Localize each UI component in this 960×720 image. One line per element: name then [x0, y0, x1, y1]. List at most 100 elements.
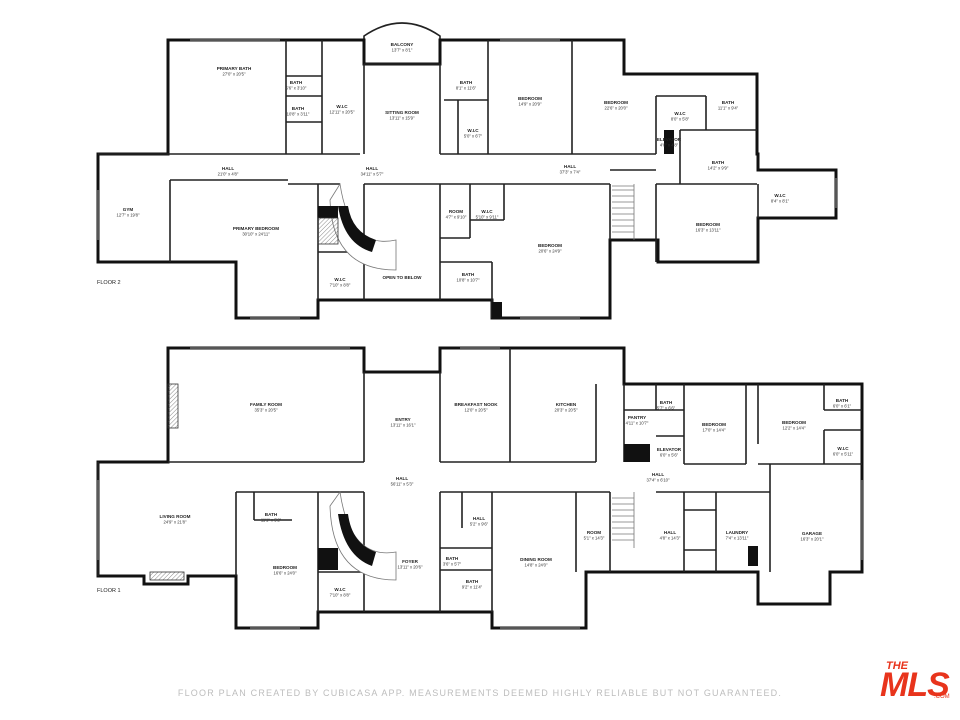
room-name: BATH	[660, 400, 673, 405]
room-dimensions: 12'7" x 19'8"	[117, 213, 140, 218]
room-dimensions: 6'0" x 6'1"	[833, 404, 852, 409]
room-dimensions: 5'1" x 14'3"	[584, 536, 605, 541]
room-name: HALL	[222, 166, 234, 171]
floor-2-stairs	[329, 182, 635, 271]
family-room-fireplace	[167, 383, 179, 429]
floor-1-interior-walls	[97, 348, 862, 612]
floor-1-elevator-shaft	[624, 444, 650, 462]
room-dimensions: 10'8" x 10'7"	[457, 278, 480, 283]
floor-2-hearth	[317, 217, 339, 245]
logo-the: THE	[886, 660, 908, 672]
room-dimensions: 7'10" x 8'8"	[330, 283, 351, 288]
room-dimensions: 9'2" x 11'4"	[462, 585, 483, 590]
room-name: PRIMARY BEDROOM	[233, 226, 279, 231]
floor-2-interior-walls	[98, 40, 759, 318]
room-name: BATH	[446, 556, 459, 561]
room-dimensions: 37'3" x 7'4"	[560, 170, 581, 175]
room-dimensions: 6'0" x 5'11"	[833, 452, 854, 457]
floor-1-spiral-stair-rail	[338, 514, 376, 566]
disclaimer-footer: FLOOR PLAN CREATED BY CUBICASA APP. MEAS…	[177, 688, 783, 698]
room-name: W.I.C	[334, 587, 346, 592]
room-dimensions: 11'1" x 9'4"	[718, 106, 739, 111]
room-name: W.I.C	[837, 446, 849, 451]
floor-2-label: FLOOR 2	[97, 280, 121, 286]
room-name: W.I.C	[481, 209, 493, 214]
room-name: BATH	[722, 100, 735, 105]
room-dimensions: 12'11" x 20'5"	[330, 110, 355, 115]
room-name: BEDROOM	[518, 96, 542, 101]
room-name: W.I.C	[336, 104, 348, 109]
floor-2-plan	[96, 22, 838, 320]
room-name: W.I.C	[467, 128, 479, 133]
room-dimensions: 8'0" x 5'8"	[671, 117, 690, 122]
room-name: FOYER	[402, 559, 419, 564]
room-dimensions: 14'2" x 9'9"	[708, 166, 729, 171]
living-room-bay	[149, 571, 185, 581]
room-dimensions: 11'1" x 5'2"	[261, 518, 282, 523]
room-dimensions: 13'11" x 16'1"	[391, 423, 416, 428]
room-dimensions: 16'3" x 20'1"	[801, 537, 824, 542]
room-dimensions: 5'6" x 3'10"	[286, 86, 307, 91]
room-dimensions: 6'0" x 5'6"	[660, 453, 679, 458]
room-dimensions: 16'3" x 13'11"	[696, 228, 721, 233]
room-name: BATH	[265, 512, 278, 517]
balcony-outline	[363, 22, 441, 64]
room-name: HALL	[564, 164, 576, 169]
room-name: W.I.C	[674, 111, 686, 116]
floor-2-spiral-stair-rail	[338, 206, 376, 252]
room-dimensions: 8'4" x 8'1"	[771, 199, 790, 204]
room-dimensions: 17'0" x 14'4"	[703, 428, 726, 433]
room-dimensions: 13'11" x 15'9"	[390, 116, 415, 121]
room-dimensions: 13'11" x 20'6"	[398, 565, 423, 570]
room-name: FAMILY ROOM	[250, 402, 282, 407]
room-dimensions: 5'7" x 6'6"	[657, 406, 676, 411]
room-name: BATH	[462, 272, 475, 277]
room-name: HALL	[652, 472, 664, 477]
room-name: HALL	[366, 166, 378, 171]
mls-logo: THE MLS .COM	[876, 658, 952, 708]
room-name: HALL	[396, 476, 408, 481]
room-name: BATH	[290, 80, 303, 85]
floor-1-windows	[97, 347, 863, 629]
room-name: LAUNDRY	[726, 530, 748, 535]
room-dimensions: 14'9" x 20'9"	[519, 102, 542, 107]
floor-2-windows	[97, 39, 837, 319]
room-dimensions: 30'10" x 24'11"	[242, 232, 270, 237]
room-name: ROOM	[449, 209, 463, 214]
room-name: BEDROOM	[782, 420, 806, 425]
room-name: ELEVATOR	[657, 447, 682, 452]
room-name: BEDROOM	[538, 243, 562, 248]
room-name: HALL	[473, 516, 485, 521]
room-dimensions: 5'10" x 9'11"	[476, 215, 499, 220]
room-name: ROOM	[587, 530, 601, 535]
room-name: PRIMARY BATH	[217, 66, 252, 71]
room-name: BALCONY	[391, 42, 414, 47]
room-name: BEDROOM	[273, 565, 297, 570]
room-dimensions: 14'8" x 24'0"	[525, 563, 548, 568]
room-dimensions: 7'10" x 8'8"	[330, 593, 351, 598]
floor-1-column	[748, 546, 758, 566]
logo-mls: MLS	[880, 666, 950, 704]
room-dimensions: 21'0" x 4'8"	[218, 172, 239, 177]
room-name: LIVING ROOM	[160, 514, 191, 519]
room-name: ENTRY	[395, 417, 410, 422]
room-name: HALL	[664, 530, 676, 535]
room-name: BREAKFAST NOOK	[454, 402, 498, 407]
room-name: GYM	[123, 207, 134, 212]
room-dimensions: 34'11" x 5'7"	[361, 172, 384, 177]
room-dimensions: 10'8" x 3'11"	[287, 112, 310, 117]
room-name: DINING ROOM	[520, 557, 552, 562]
room-name: PANTRY	[628, 415, 646, 420]
floor-2-exterior-wall	[96, 38, 838, 320]
room-name: KITCHEN	[556, 402, 577, 407]
room-dimensions: 3'6" x 5'7"	[443, 562, 462, 567]
room-dimensions: 20'3" x 20'5"	[555, 408, 578, 413]
room-dimensions: 37'4" x 6'10"	[647, 478, 670, 483]
room-name: BATH	[292, 106, 305, 111]
room-dimensions: 12'0" x 20'5"	[465, 408, 488, 413]
room-name: BEDROOM	[702, 422, 726, 427]
room-dimensions: 5'0" x 6'7"	[464, 134, 483, 139]
room-name: BATH	[712, 160, 725, 165]
room-dimensions: 4'8" x 14'3"	[660, 536, 681, 541]
